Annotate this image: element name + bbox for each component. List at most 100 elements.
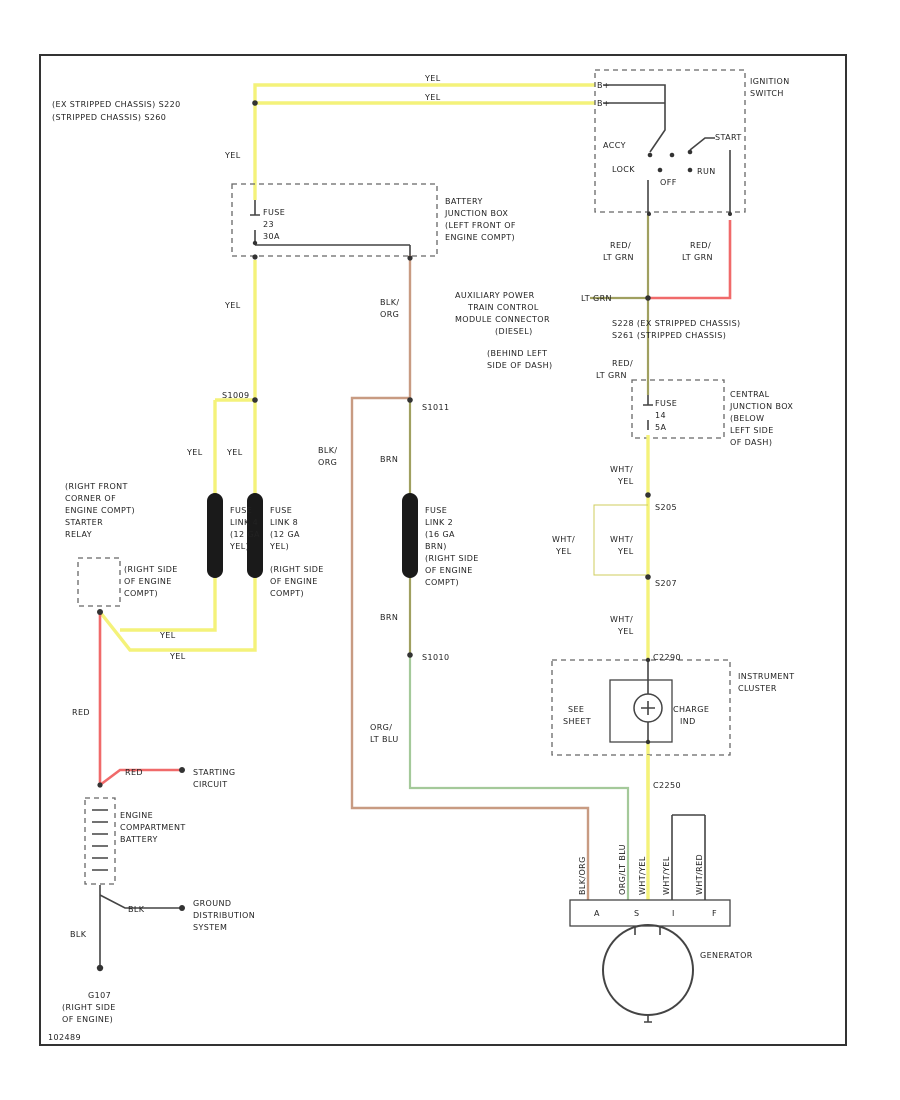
blk-org-label-1b: ORG — [380, 310, 399, 319]
red-ltgrn-b2: LT GRN — [682, 253, 713, 262]
diagram-code: 102489 — [48, 1033, 81, 1042]
fl8-label-3: (12 GA — [270, 530, 300, 539]
s228-label: S228 (EX STRIPPED CHASSIS) — [612, 319, 741, 328]
starter-label-3: ENGINE COMPT) — [65, 506, 135, 515]
diagram-frame — [39, 54, 847, 1046]
ground-g107 — [96, 964, 104, 972]
fuse-23-label-3: 30A — [263, 232, 280, 241]
yel-left-label: YEL — [224, 151, 241, 160]
gen-wire-3: WHT/YEL — [638, 856, 647, 895]
wht-yel-2a: WHT/ — [552, 535, 575, 544]
starter-label-5: RELAY — [65, 530, 92, 539]
blk-org-label-2a: BLK/ — [318, 446, 338, 455]
splice-s1011 — [407, 397, 413, 403]
yellow-wires — [98, 83, 650, 790]
gen-wire-5: WHT/RED — [695, 854, 704, 895]
battery-label-2: COMPARTMENT — [120, 823, 186, 832]
fuse-14-label-1: FUSE — [655, 399, 677, 408]
fl8-label-5: (RIGHT SIDE — [270, 565, 324, 574]
s220-label-2: (STRIPPED CHASSIS) S260 — [52, 113, 166, 122]
s1011-label: S1011 — [422, 403, 449, 412]
cjb-label-4: LEFT SIDE — [730, 426, 774, 435]
c2250-label: C2250 — [653, 781, 681, 790]
ign-p1-label: B+ — [597, 81, 610, 90]
ignition-label-2: SWITCH — [750, 89, 784, 98]
fl2-label-2: LINK 2 — [425, 518, 453, 527]
fl8-label-2: LINK 8 — [270, 518, 298, 527]
ign-run-label: RUN — [697, 167, 716, 176]
cjb-label-3: (BELOW — [730, 414, 764, 423]
blk-down-label: BLK — [70, 930, 87, 939]
fl4-label-7: COMPT) — [124, 589, 158, 598]
fl8-label-1: FUSE — [270, 506, 292, 515]
aux-label-6: SIDE OF DASH) — [487, 361, 553, 370]
fl2-label-7: COMPT) — [425, 578, 459, 587]
cjb-label-5: OF DASH) — [730, 438, 772, 447]
splice-s228 — [645, 295, 651, 301]
fuse-link-2 — [402, 493, 418, 578]
fuse-14-label-2: 14 — [655, 411, 666, 420]
wht-yel-3a: WHT/ — [610, 535, 633, 544]
ground-dist-label-3: SYSTEM — [193, 923, 227, 932]
starter-label-1: (RIGHT FRONT — [65, 482, 128, 491]
s205-label: S205 — [655, 503, 677, 512]
wht-yel-3b: YEL — [617, 547, 634, 556]
generator-connector-wires: BLK/ORG ORG/LT BLU WHT/YEL WHT/YEL WHT/R… — [578, 814, 706, 900]
fl8-label-4: YEL) — [269, 542, 289, 551]
wht-yel-1b: YEL — [617, 477, 634, 486]
fuse-link-8 — [247, 493, 263, 578]
gen-wire-2: ORG/LT BLU — [618, 844, 627, 895]
cjb-label-2: JUNCTION BOX — [729, 402, 793, 411]
fl2-label-5: (RIGHT SIDE — [425, 554, 479, 563]
fl4-label-5: (RIGHT SIDE — [124, 565, 178, 574]
wht-yel-1a: WHT/ — [610, 465, 633, 474]
charge-ind-2: IND — [680, 717, 696, 726]
aux-label-1: AUXILIARY POWER — [455, 291, 535, 300]
splice-s205 — [645, 492, 651, 498]
term-s: S — [634, 909, 639, 918]
splice-s1009 — [252, 397, 258, 403]
ignition-switch: ACCY LOCK START OFF RUN B+ B+ — [594, 69, 746, 216]
ign-p2-label: B+ — [597, 99, 610, 108]
cluster-label-1: INSTRUMENT — [738, 672, 795, 681]
ign-start-label: START — [715, 133, 742, 142]
ground-dist-label-1: GROUND — [193, 899, 231, 908]
instrument-cluster: SEE SHEET CHARGE IND — [551, 657, 731, 756]
yel-mid-label: YEL — [224, 301, 241, 310]
yel-fl4-out: YEL — [159, 631, 176, 640]
ignition-output-wires — [590, 215, 732, 395]
fuse-link-4 — [207, 493, 223, 578]
splice-s220 — [252, 100, 258, 106]
term-a: A — [594, 909, 600, 918]
g107-label-1: G107 — [88, 991, 111, 1000]
engine-compartment-battery — [84, 797, 116, 885]
fl2-label-3: (16 GA — [425, 530, 455, 539]
fl4-label-2: LINK 4 — [230, 518, 258, 527]
aux-label-5: (BEHIND LEFT — [487, 349, 547, 358]
fuse-14-label-3: 5A — [655, 423, 666, 432]
brn-label-2: BRN — [380, 613, 398, 622]
splice-s207 — [645, 574, 651, 580]
bjb-label-1: BATTERY — [445, 197, 483, 206]
yel-fl8-out: YEL — [169, 652, 186, 661]
yel-top-1: YEL — [424, 74, 441, 83]
ign-off-label: OFF — [660, 178, 677, 187]
starter-relay-box — [77, 557, 121, 607]
blk-org-label-2b: ORG — [318, 458, 337, 467]
bjb-output-terminal — [407, 255, 413, 261]
red-ltgrn-a1: RED/ — [610, 241, 631, 250]
aux-pin-label: LT GRN — [581, 294, 612, 303]
aux-label-4: (DIESEL) — [495, 327, 533, 336]
see-sheet-1: SEE — [568, 705, 584, 714]
bjb-label-4: ENGINE COMPT) — [445, 233, 515, 242]
blk-gnd-label: BLK — [128, 905, 145, 914]
red-ltgrn-b1: RED/ — [690, 241, 711, 250]
yel-top-2: YEL — [424, 93, 441, 102]
fl2-label-6: OF ENGINE — [425, 566, 473, 575]
bjb-label-2: JUNCTION BOX — [444, 209, 508, 218]
term-i: I — [672, 909, 675, 918]
cjb-label-1: CENTRAL — [730, 390, 770, 399]
central-junction-box: FUSE 14 5A — [631, 379, 725, 439]
fl4-label-1: FUSE — [230, 506, 252, 515]
fuse-23-label-1: FUSE — [263, 208, 285, 217]
